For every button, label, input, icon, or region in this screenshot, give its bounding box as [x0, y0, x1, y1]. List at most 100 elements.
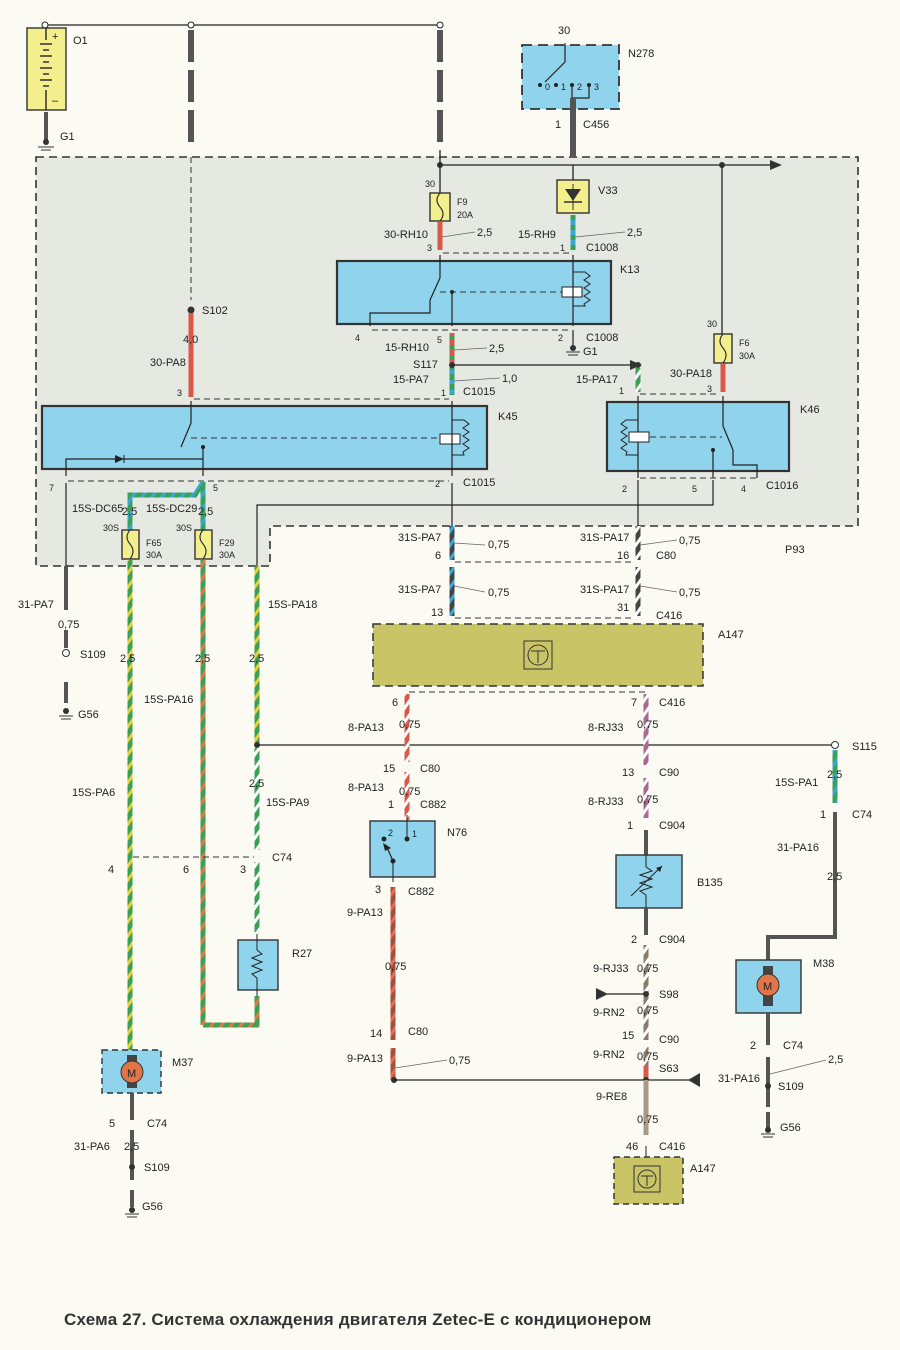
pin-label: 31 — [617, 602, 629, 614]
ground-icon — [761, 1127, 775, 1138]
wire-label-30rh10: 30-RH10 — [384, 229, 428, 241]
connector-c882: C882 — [408, 886, 434, 898]
wire-label-9re8: 9-RE8 — [596, 1091, 627, 1103]
wire-label-15sdc29: 15S-DC29 — [146, 503, 197, 515]
pin-label: 5 — [109, 1118, 115, 1130]
battery-minus-label: – — [52, 95, 59, 107]
fuse-f9: 30 F9 20A — [425, 179, 473, 222]
connector-c416: C416 — [659, 1141, 685, 1153]
fuse-f29: 30S F29 30A — [176, 523, 235, 560]
battery-o1: + – O1 G1 — [26, 27, 88, 151]
battery-id: O1 — [73, 35, 88, 47]
f65-terminal: 30S — [103, 523, 119, 533]
wire-label-30pa8: 30-PA8 — [150, 357, 186, 369]
ground-icon — [59, 708, 73, 720]
pin-label: 13 — [622, 767, 634, 779]
wire-label-15pa7: 15-PA7 — [393, 374, 429, 386]
wire-label-9rn2: 9-RN2 — [593, 1049, 625, 1061]
battery-plus-label: + — [52, 31, 58, 43]
wire-label-15spa9: 15S-PA9 — [266, 797, 309, 809]
wire-size: 2,5 — [627, 227, 642, 239]
pin-label: 15 — [383, 763, 395, 775]
wire-label-9rj33: 9-RJ33 — [593, 963, 628, 975]
ignition-terminal: 30 — [558, 25, 570, 37]
connector-c1015: C1015 — [463, 386, 495, 398]
wire-size: 2,5 — [249, 778, 264, 790]
wire-size: 2,5 — [120, 653, 135, 665]
wire-label-8rj33: 8-RJ33 — [588, 796, 623, 808]
f65-rating: 30A — [146, 550, 162, 560]
wire-label-8rj33: 8-RJ33 — [588, 722, 623, 734]
wire-size: 0,75 — [637, 1114, 658, 1126]
arrow-icon — [688, 1073, 700, 1087]
wire-size: 0,75 — [637, 794, 658, 806]
switch-pin-2: 2 — [388, 828, 393, 838]
wire-label-15spa18: 15S-PA18 — [268, 599, 317, 611]
connector-c80: C80 — [420, 763, 440, 775]
r27-id: R27 — [292, 948, 312, 960]
pin-label: 16 — [617, 550, 629, 562]
pin-label: 5 — [692, 484, 697, 494]
splice-s63: S63 — [659, 1063, 679, 1075]
pin-label: 6 — [183, 864, 189, 876]
battery-ground-label: G1 — [60, 131, 75, 143]
wire-label-31spa7: 31S-PA7 — [398, 532, 441, 544]
pressure-switch-n76: 2 1 N76 — [369, 815, 467, 882]
connector-c904: C904 — [659, 820, 685, 832]
wire-size: 2,5 — [249, 653, 264, 665]
wire-size: 2,5 — [198, 506, 213, 518]
wire-size: 0,75 — [637, 719, 658, 731]
wire-label-31spa17: 31S-PA17 — [580, 532, 629, 544]
wire-label-9pa13: 9-PA13 — [347, 1053, 383, 1065]
wire-label-8pa13: 8-PA13 — [348, 722, 384, 734]
pin-label: 6 — [392, 697, 398, 709]
pin-label: 7 — [49, 483, 54, 493]
ground-icon — [38, 139, 54, 151]
fuse-f6: 30 F6 30A — [707, 319, 755, 364]
m38-id: M38 — [813, 958, 834, 970]
pin-label: 4 — [108, 864, 114, 876]
ignition-switch-n278: 30 N278 0 1 2 3 1 C456 — [521, 25, 654, 157]
wire-label-31pa16: 31-PA16 — [718, 1073, 760, 1085]
connector-c1015: C1015 — [463, 477, 495, 489]
f29-terminal: 30S — [176, 523, 192, 533]
splice-s109: S109 — [80, 649, 106, 661]
pin-label: 3 — [375, 884, 381, 896]
connector-c80: C80 — [408, 1026, 428, 1038]
battery-feed-bus — [41, 21, 444, 300]
pin-label: 13 — [431, 607, 443, 619]
pin-label: 1 — [441, 388, 446, 398]
wire-size: 2,5 — [827, 769, 842, 781]
a147-id: A147 — [718, 629, 744, 641]
ground-g1: G1 — [583, 346, 598, 358]
wire-label-15spa1: 15S-PA1 — [775, 777, 818, 789]
connector-c90: C90 — [659, 767, 679, 779]
motor-symbol: M — [127, 1068, 136, 1080]
b135-id: B135 — [697, 877, 723, 889]
diode-v33: V33 — [556, 165, 618, 214]
wire-size: 2,5 — [195, 653, 210, 665]
wire-size: 0,75 — [399, 719, 420, 731]
fan-motor-m37: M M37 — [101, 1049, 193, 1094]
splice-s117: S117 — [413, 359, 438, 371]
ground-g56: G56 — [142, 1201, 163, 1213]
wire-label-31pa16: 31-PA16 — [777, 842, 819, 854]
ground-g56: G56 — [780, 1122, 801, 1134]
f9-terminal: 30 — [425, 179, 435, 189]
wire-size: 0,75 — [488, 587, 509, 599]
pin-label: 2 — [435, 479, 440, 489]
wire-size: 2,5 — [477, 227, 492, 239]
pin-label: 14 — [370, 1028, 382, 1040]
switch-pos-0: 0 — [545, 82, 550, 92]
pin-label: 5 — [437, 335, 442, 345]
pin-label: 15 — [622, 1030, 634, 1042]
ground-icon — [566, 345, 580, 356]
diagram-caption: Схема 27. Система охлаждения двигателя Z… — [64, 1310, 652, 1329]
wire-size: 0,75 — [637, 1051, 658, 1063]
f6-terminal: 30 — [707, 319, 717, 329]
connector-c882: C882 — [420, 799, 446, 811]
wire-size: 0,75 — [637, 1005, 658, 1017]
pin-label: 1 — [560, 243, 565, 253]
k13-id: K13 — [620, 264, 640, 276]
